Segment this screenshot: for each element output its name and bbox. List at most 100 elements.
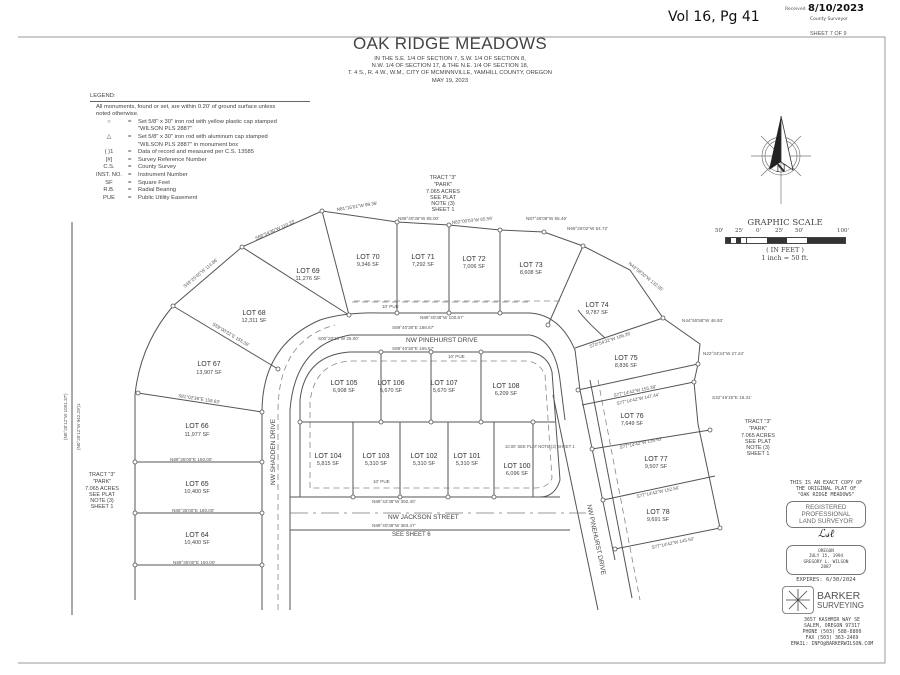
svg-text:NOTE (3): NOTE (3) <box>431 201 455 207</box>
svg-text:N44°55'58"W 46.93': N44°55'58"W 46.93' <box>682 318 723 323</box>
legend-item: SF=Square Feet <box>90 180 320 188</box>
company-name-2: SURVEYING <box>817 600 864 610</box>
sheet-number: SHEET 7 OF 9 <box>810 31 847 37</box>
recorded-label: Received <box>785 7 806 12</box>
svg-text:LOT 106: LOT 106 <box>377 380 404 387</box>
svg-text:6,908 SF: 6,908 SF <box>333 388 356 394</box>
legend-item: R.B.=Radial Bearing <box>90 187 320 195</box>
svg-text:LOT 101: LOT 101 <box>453 453 480 460</box>
svg-text:TRACT "3": TRACT "3" <box>745 419 772 425</box>
handwritten-volume: Vol 16, Pg 41 <box>668 9 760 25</box>
legend-item: ○=Set 5/8" x 30" iron rod with yellow pl… <box>90 119 320 134</box>
svg-text:S81°02'36"E 159.63': S81°02'36"E 159.63' <box>178 393 220 405</box>
subtitle-line: T. 4 S., R. 4 W., W.M., CITY OF MCMINNVI… <box>348 70 552 77</box>
svg-text:13,907 SF: 13,907 SF <box>196 370 222 376</box>
legend-symbol: [#] <box>105 156 113 163</box>
svg-text:7,006 SF: 7,006 SF <box>463 264 486 270</box>
svg-text:SHEET 1: SHEET 1 <box>432 207 455 213</box>
lot-66: LOT 66 11,977 SF <box>185 423 211 438</box>
svg-text:LOT 104: LOT 104 <box>314 453 341 460</box>
svg-text:5,310 SF: 5,310 SF <box>365 461 388 467</box>
legend-text: Square Feet <box>138 179 170 186</box>
license-expires: EXPIRES: 6/30/2024 <box>796 576 856 583</box>
svg-text:LOT 78: LOT 78 <box>646 509 669 516</box>
scale-tick: 25' <box>775 228 784 234</box>
subdivision-boundary <box>134 210 721 600</box>
svg-text:7.065 ACRES: 7.065 ACRES <box>741 433 775 439</box>
lot-76: LOT 767,649 SF <box>620 413 643 427</box>
north-letter: N <box>776 162 786 175</box>
svg-text:10' PUE: 10' PUE <box>382 304 399 309</box>
lot-67: LOT 67 13,907 SF <box>196 361 222 376</box>
lot-71: LOT 717,292 SF <box>411 254 434 268</box>
graphic-scale-title: GRAPHIC SCALE <box>747 218 823 228</box>
legend-symbol: PUE <box>103 194 115 201</box>
svg-text:10' PUE: 10' PUE <box>448 354 465 359</box>
signature: ℒ𝓈ℓ <box>817 527 835 540</box>
svg-text:10.00' SEE PLAT NOTE (3) SHEET: 10.00' SEE PLAT NOTE (3) SHEET 1 <box>505 444 575 449</box>
subtitle-line: IN THE S.E. 1/4 OF SECTION 7, S.W. 1/4 O… <box>374 56 526 62</box>
svg-text:TRACT "3": TRACT "3" <box>89 472 116 478</box>
svg-text:NOTE (3): NOTE (3) <box>746 445 770 451</box>
svg-text:SHEET 1: SHEET 1 <box>747 451 770 457</box>
svg-text:7.065 ACRES: 7.065 ACRES <box>85 486 119 492</box>
svg-text:N89°35'00"E 160.00': N89°35'00"E 160.00' <box>170 457 212 462</box>
lot-77: LOT 779,507 SF <box>644 456 667 470</box>
scale-tick: 50' <box>715 228 724 234</box>
svg-text:S59°00'22"E 155.38': S59°00'22"E 155.38' <box>211 322 250 348</box>
svg-text:5,310 SF: 5,310 SF <box>456 461 479 467</box>
svg-text:11,276 SF: 11,276 SF <box>296 276 322 282</box>
legend-item: ( )1=Data of record and measured per C.S… <box>90 149 320 157</box>
lot-75: LOT 758,836 SF <box>614 355 637 369</box>
legend-symbol: R.B. <box>103 187 115 194</box>
svg-text:LOT 108: LOT 108 <box>492 383 519 390</box>
compass-star-logo-icon <box>782 586 814 614</box>
scale-tick: 100' <box>837 228 850 234</box>
legend-text: Set 5/8" x 30" iron rod with aluminum ca… <box>138 133 268 148</box>
svg-text:LOT 68: LOT 68 <box>242 310 265 317</box>
scale-ratio: 1 inch = 50 ft. <box>761 254 809 262</box>
svg-text:N43°58'20"W 132.05': N43°58'20"W 132.05' <box>627 261 664 292</box>
certification-block: THIS IS AN EXACT COPY OF THE ORIGINAL PL… <box>778 480 874 583</box>
svg-text:LOT 71: LOT 71 <box>411 254 434 261</box>
svg-text:8,608 SF: 8,608 SF <box>520 270 543 276</box>
svg-text:S00°20'10"W 25.00': S00°20'10"W 25.00' <box>318 336 359 341</box>
svg-text:LOT 67: LOT 67 <box>197 361 220 368</box>
svg-text:LOT 107: LOT 107 <box>430 380 457 387</box>
lot-74: LOT 749,787 SF <box>585 302 608 316</box>
svg-text:5,815 SF: 5,815 SF <box>317 461 340 467</box>
lot-73: LOT 738,608 SF <box>519 262 542 276</box>
lot-78: LOT 789,691 SF <box>646 509 669 523</box>
lot-70: LOT 709,346 SF <box>356 254 379 268</box>
county-surveyor: County Surveyor <box>810 17 848 22</box>
svg-text:"PARK": "PARK" <box>93 479 112 485</box>
svg-text:N89°40'36"W 65.00': N89°40'36"W 65.00' <box>398 216 439 221</box>
svg-text:10,400 SF: 10,400 SF <box>184 489 210 495</box>
sheet-border <box>18 36 886 664</box>
svg-text:SEE PLAT: SEE PLAT <box>430 195 457 201</box>
lot-72: LOT 727,006 SF <box>462 256 485 270</box>
svg-text:LOT 105: LOT 105 <box>330 380 357 387</box>
svg-text:LOT 74: LOT 74 <box>585 302 608 309</box>
svg-text:9,691 SF: 9,691 SF <box>647 517 670 523</box>
svg-text:11,977 SF: 11,977 SF <box>185 432 211 438</box>
svg-text:7.065 ACRES: 7.065 ACRES <box>426 189 460 195</box>
record-bearing: (N0°25'12"W 1001.37') <box>63 393 68 440</box>
svg-text:LOT 70: LOT 70 <box>356 254 379 261</box>
svg-text:5,310 SF: 5,310 SF <box>413 461 436 467</box>
see-sheet-6: SEE SHEET 6 <box>392 532 431 538</box>
legend-symbol: C.S. <box>103 164 115 171</box>
svg-text:N82°00'03"W 65.59': N82°00'03"W 65.59' <box>452 216 493 225</box>
svg-text:LOT 100: LOT 100 <box>503 463 530 470</box>
street-name-shadden: NW SHADDEN DRIVE <box>270 418 277 485</box>
svg-text:LOT 66: LOT 66 <box>185 423 208 430</box>
